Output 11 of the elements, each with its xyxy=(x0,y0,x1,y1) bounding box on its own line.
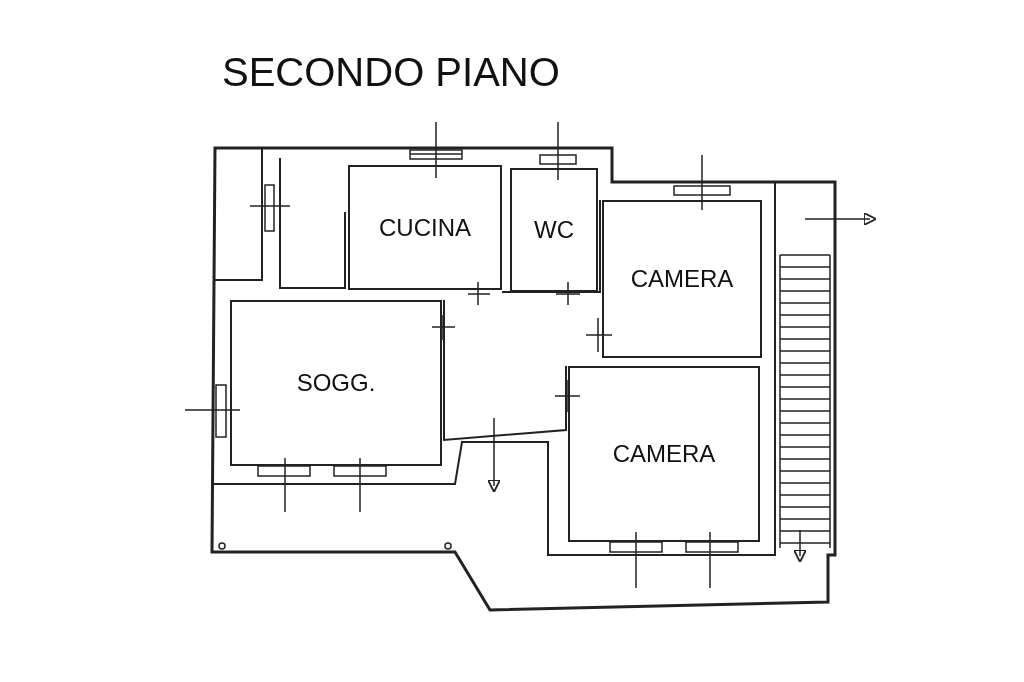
room-label: WC xyxy=(534,216,574,244)
room-outline xyxy=(230,300,442,466)
room-outline xyxy=(510,168,598,292)
plan-title: SECONDO PIANO xyxy=(222,50,560,95)
room-outline xyxy=(348,165,502,290)
room-label: CUCINA xyxy=(379,213,471,242)
room-outline xyxy=(568,366,760,542)
room-label: CAMERA xyxy=(630,265,734,293)
room-label: CAMERA xyxy=(612,440,716,468)
room-outline xyxy=(602,200,762,358)
room-label: SOGG. xyxy=(296,369,376,397)
